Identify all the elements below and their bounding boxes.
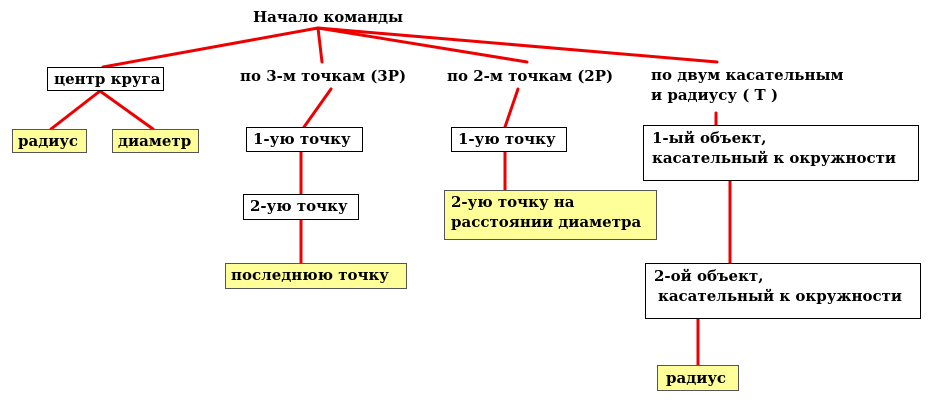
connector-root-2p [316,26,529,64]
branch-label-tangent: по двум касательным и радиусу ( T ) [651,65,866,105]
node-2p-first-point: 1-ую точку [451,127,567,152]
connector-root-3p [316,26,324,64]
branch-label-3p: по 3-м точкам (3P) [240,67,407,85]
node-3p-first-point: 1-ую точку [246,127,363,152]
connector-center-diameter [98,89,155,131]
node-3p-second-point: 2-ую точку [243,194,359,220]
connector-3p-step1 [302,87,333,129]
node-tangent-object-1-line2: касательный к окружности [652,149,897,167]
node-2p-second-point-line1: 2-ую точку на [451,193,575,211]
node-tangent-object-2-line2: касательный к окружности [658,287,903,305]
node-2p-second-point: 2-ую точку на расстоянии диаметра [444,190,657,240]
connector-2p-step1 [503,87,520,129]
node-tangent-object-2: 2-ой объект, касательный к окружности [645,263,921,319]
node-tangent-object-1-line1: 1-ый объект, [652,129,767,147]
root-command-start: Начало команды [253,8,403,26]
connector-root-center [101,26,320,69]
connector-center-radius [49,89,102,131]
node-center-diameter: диаметр [112,129,199,153]
node-center-radius: радиус [12,129,87,153]
connector-root-tangent [316,26,719,64]
node-2p-second-point-line2: расстоянии диаметра [451,213,642,231]
branch-label-2p: по 2-м точкам (2P) [447,67,614,85]
branch-label-tangent-line1: по двум касательным [651,66,844,84]
node-tangent-object-2-line1: 2-ой объект, [654,267,764,285]
node-tangent-object-1: 1-ый объект, касательный к окружности [643,125,919,181]
branch-label-tangent-line2: и радиусу ( T ) [651,86,779,104]
node-3p-last-point: последнюю точку [225,263,407,289]
node-center-circle: центр круга [47,67,164,91]
node-tangent-radius: радиус [657,365,739,391]
